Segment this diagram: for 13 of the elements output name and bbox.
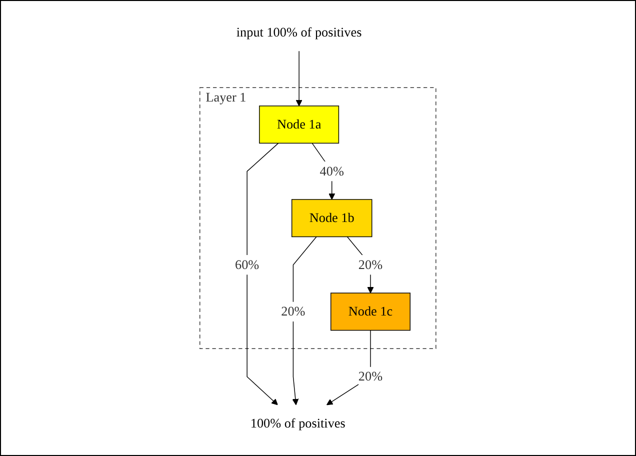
edge-label: 20% <box>358 369 383 384</box>
node-text: input 100% of positives <box>236 24 362 40</box>
node-box: Node 1c <box>330 292 411 331</box>
edge-label: 20% <box>281 304 306 319</box>
node-text: 100% of positives <box>250 416 346 430</box>
node-box: Node 1b <box>292 199 372 238</box>
arrow <box>292 236 317 406</box>
arrow <box>296 50 302 106</box>
edge-label: 20% <box>358 257 383 272</box>
arrow <box>246 142 279 406</box>
node-box: Node 1a <box>259 106 340 144</box>
edge-label: 60% <box>235 257 260 272</box>
edge-label: 40% <box>320 164 344 178</box>
